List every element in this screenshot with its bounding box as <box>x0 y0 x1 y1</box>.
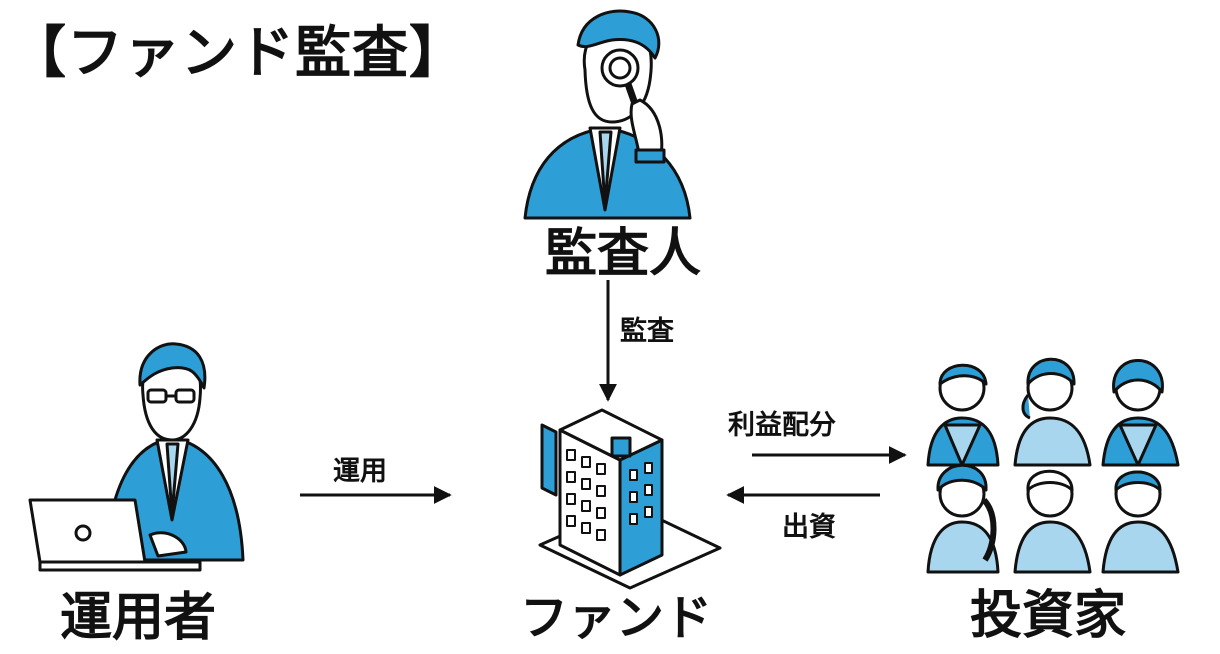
investor-4 <box>926 463 1000 574</box>
fund-label: ファンド <box>520 590 713 646</box>
investors-illustration <box>926 357 1180 574</box>
investor-6 <box>1101 470 1180 574</box>
auditor-illustration <box>523 9 692 220</box>
investors-label: 投資家 <box>970 586 1127 646</box>
operate-edge-label: 運用 <box>333 456 387 487</box>
investor-5 <box>1013 469 1092 574</box>
fund-building-illustration <box>538 408 722 590</box>
investor-3 <box>1101 359 1180 467</box>
investment-edge-label: 出資 <box>782 512 836 543</box>
distribution-edge-label: 利益配分 <box>728 410 836 441</box>
operator-illustration <box>28 342 245 572</box>
investor-1 <box>926 363 1000 467</box>
auditor-label: 監査人 <box>545 224 702 284</box>
diagram-title: 【ファンド監査】 <box>10 21 466 86</box>
operator-label: 運用者 <box>60 588 217 648</box>
audit-edge-label: 監査 <box>620 316 674 347</box>
investor-2 <box>1013 357 1092 467</box>
